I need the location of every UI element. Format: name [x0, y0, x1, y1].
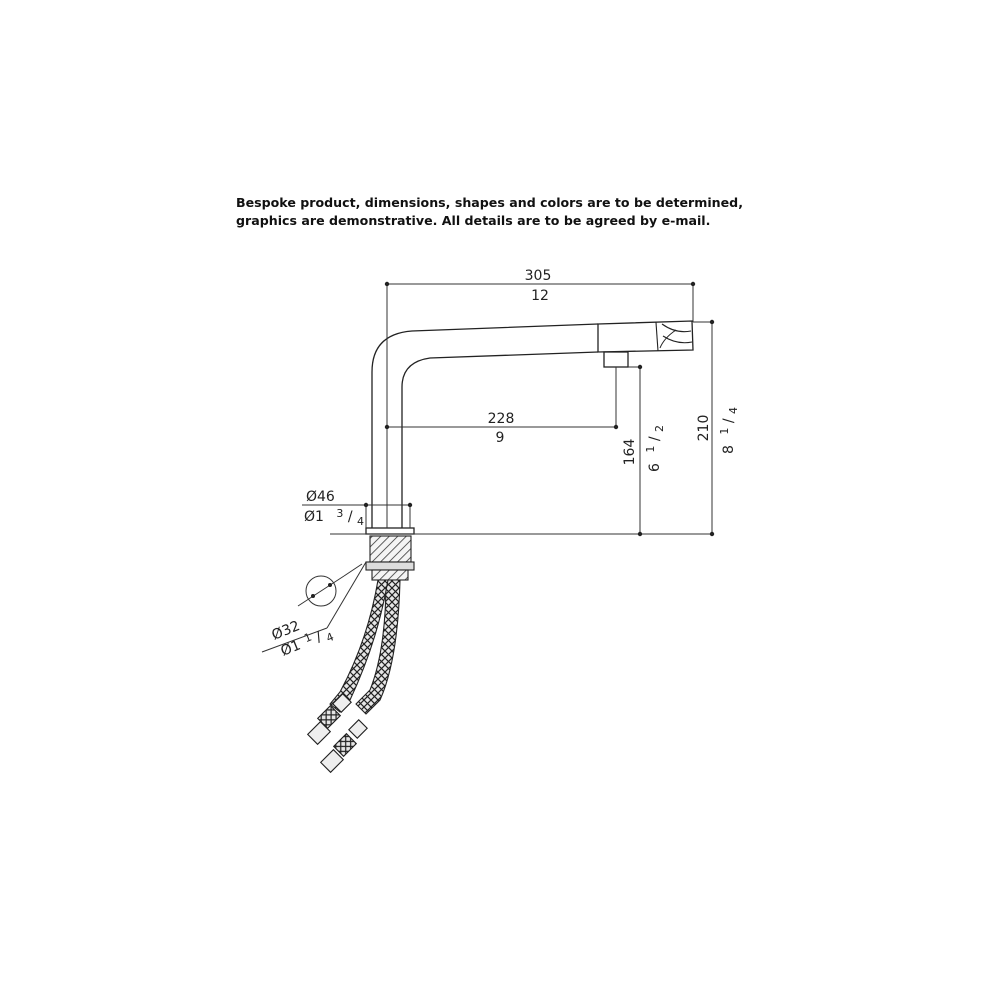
- dim-base-diameter-in-prefix: Ø1: [304, 509, 324, 525]
- dim-spout-reach-in: 9: [496, 430, 505, 446]
- disclaimer-line-2: graphics are demonstrative. All details …: [236, 213, 711, 228]
- dim-hole-diameter-imperial-group: Ø1 1 / 4: [277, 621, 336, 663]
- dim-spout-reach-mm: 228: [488, 411, 515, 427]
- spout-inner-contour: [401, 351, 599, 528]
- dim-spout-height-mm: 164: [622, 439, 638, 466]
- dim-overall-width-mm: 305: [525, 268, 552, 284]
- dim-base-diameter-in-num: 3: [336, 507, 343, 520]
- svg-text:6 1 /: 6 1 / 2: [642, 425, 666, 472]
- threaded-shank: [369, 535, 412, 563]
- dim-hole-diameter-in-num: 1: [302, 631, 313, 646]
- dim-overall-height-mm: 210: [696, 415, 712, 442]
- spout-outlet: [603, 351, 629, 368]
- dim-overall-height-imperial: 8 1 / 4: [716, 407, 740, 454]
- dim-hole-diameter-imperial: Ø1 1 / 4: [277, 621, 336, 663]
- mounting-hole-symbol: [305, 575, 337, 607]
- aerator-head: [597, 320, 694, 353]
- disclaimer-note: Bespoke product, dimensions, shapes and …: [236, 194, 836, 230]
- supply-hose-right: [355, 579, 401, 715]
- dimension-lines: [261, 281, 715, 653]
- base-flange: [365, 527, 415, 535]
- faucet-body: [365, 320, 694, 535]
- supply-hoses: [306, 579, 401, 774]
- disclaimer-line-1: Bespoke product, dimensions, shapes and …: [236, 195, 743, 210]
- dim-base-diameter-imperial: Ø1 3 / 4: [304, 505, 364, 528]
- dim-spout-height-imperial: 6 1 / 2: [642, 425, 666, 472]
- dim-overall-width-in: 12: [531, 288, 549, 304]
- dim-overall-height-in-den: 4: [727, 407, 740, 414]
- svg-text:8 1 /: 8 1 / 4: [716, 407, 740, 454]
- dim-overall-height-in-whole: 8: [721, 445, 737, 454]
- dim-base-diameter-mm: Ø46: [306, 489, 335, 505]
- mounting-assembly: [365, 535, 415, 581]
- dim-overall-height-in-num: 1: [718, 428, 731, 435]
- dim-base-diameter-in-den: 4: [357, 515, 364, 528]
- dim-hole-diameter-in-den: 4: [324, 630, 335, 645]
- dim-hole-diameter-in-prefix: Ø1: [279, 637, 303, 659]
- spout-outer-contour: [371, 323, 599, 528]
- hose-fitting-right: [319, 719, 368, 774]
- dim-overall-height: 210: [696, 415, 712, 442]
- dim-spout-height: 164: [622, 439, 638, 466]
- mounting-nut: [365, 561, 415, 571]
- dim-spout-height-in-num: 1: [644, 446, 657, 453]
- dim-spout-height-in-den: 2: [653, 425, 666, 432]
- hose-fitting-left: [306, 693, 352, 746]
- washer: [371, 569, 409, 581]
- dim-spout-height-in-whole: 6: [647, 463, 663, 472]
- dimension-labels: 305 12 228 9 164 6 1 / 2 210 8 1 / 4: [270, 268, 740, 663]
